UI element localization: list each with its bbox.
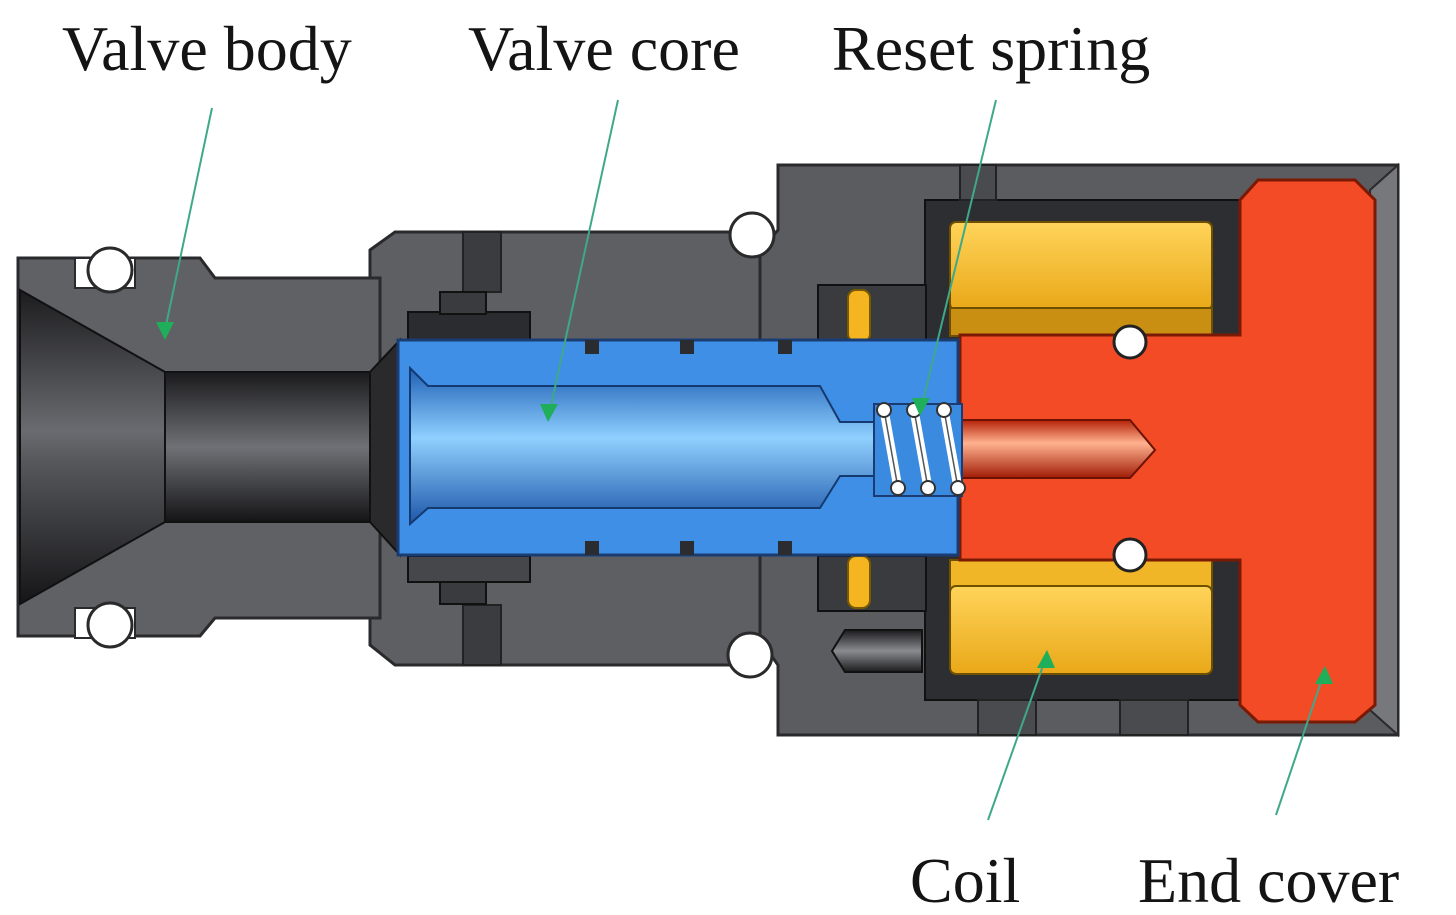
coil-top-base: [949, 307, 1213, 337]
arrow-reset-spring: [912, 398, 930, 416]
leader-reset-spring: [921, 99, 997, 406]
oring-top-left: [86, 246, 134, 294]
coil-top: [949, 221, 1213, 311]
flange-slot-bottom: [462, 604, 502, 666]
end-cover: [958, 178, 1377, 724]
valve-core: [396, 338, 960, 557]
leader-valve-body: [164, 107, 213, 331]
seal-block-top: [439, 291, 487, 315]
core-groove-top-1: [585, 340, 599, 354]
leader-coil: [987, 659, 1046, 821]
arrow-valve-core: [540, 404, 558, 422]
flange-slot-top: [462, 231, 502, 293]
leader-end-cover: [1275, 675, 1324, 816]
valve-core-bore: [409, 365, 881, 527]
core-sleeve-top: [407, 311, 531, 343]
label-valve-body: Valve body: [62, 13, 352, 84]
label-reset-spring: Reset spring: [832, 13, 1150, 84]
inlet-bore: [164, 371, 376, 523]
oring-end-cover-top: [1112, 324, 1148, 360]
coil-bottom: [949, 585, 1213, 675]
pin-top: [847, 289, 871, 343]
core-groove-top-2: [680, 340, 694, 354]
inlet-chamfer: [369, 337, 401, 558]
coil-bottom-base: [949, 559, 1213, 589]
guide-sleeve-bottom: [817, 555, 927, 612]
core-sleeve-bottom: [407, 555, 531, 583]
coil: [949, 221, 1213, 675]
oring-bottom-mid: [726, 631, 774, 679]
arrow-end-cover: [1315, 666, 1333, 684]
core-groove-bottom-1: [585, 541, 599, 555]
bolt: [830, 629, 923, 673]
base-notch-1: [977, 699, 1037, 736]
label-coil: Coil: [910, 845, 1020, 915]
leader-lines: [156, 99, 1333, 821]
guide-sleeve-top: [817, 284, 927, 341]
reset-spring: [873, 402, 966, 497]
core-groove-bottom-3: [778, 541, 792, 555]
core-groove-top-3: [778, 340, 792, 354]
arrow-valve-body: [156, 322, 174, 340]
leader-valve-core: [549, 99, 619, 411]
oring-bottom-left: [86, 601, 134, 649]
end-cover-shape: [958, 178, 1377, 724]
arrow-coil: [1037, 650, 1055, 668]
pin-bottom: [847, 555, 871, 609]
label-end-cover: End cover: [1138, 845, 1399, 915]
plunger-pin: [961, 419, 1157, 479]
core-groove-bottom-2: [680, 541, 694, 555]
oring-top-mid: [728, 211, 776, 259]
base-notch-2: [1119, 699, 1189, 736]
label-valve-core: Valve core: [468, 13, 740, 84]
seal-block-bottom: [439, 581, 487, 605]
oring-end-cover-bottom: [1112, 537, 1148, 573]
